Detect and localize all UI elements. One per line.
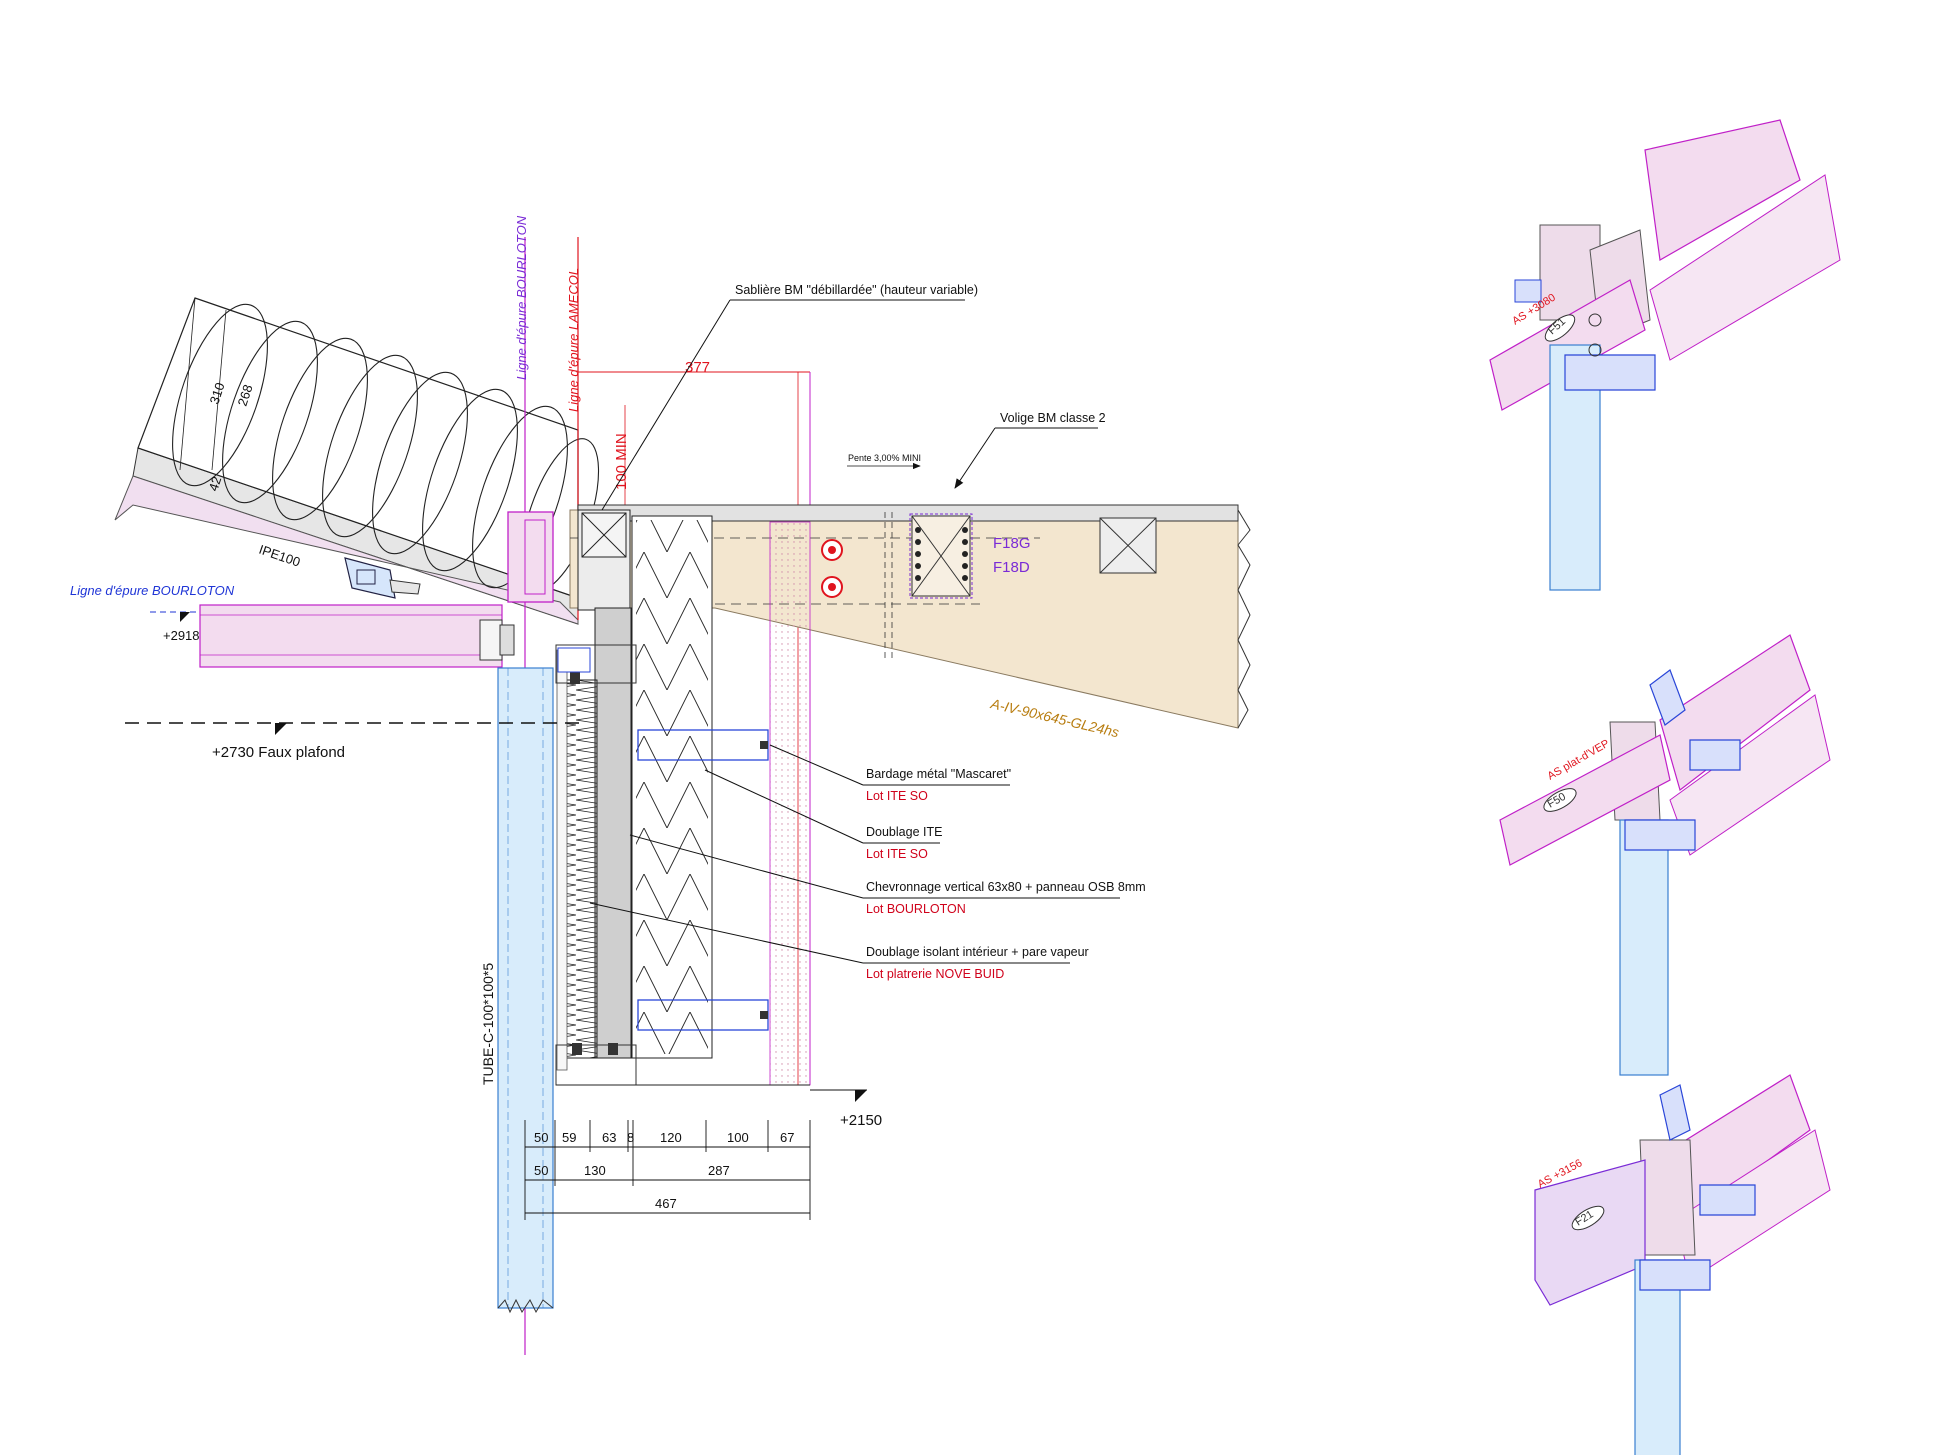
top-callouts: Sablière BM "débillardée" (hauteur varia… [601,283,1106,511]
dim-100-min: 100 MIN [613,433,630,490]
dim-r1-0: 50 [534,1130,548,1145]
level-faux-plafond: +2730 Faux plafond [212,744,345,761]
beam-label: A-IV-90x645-GL24hs [988,695,1120,740]
dim-line-268 [211,309,227,471]
red-bolts [821,539,843,598]
iso-view-1: F51 AS +3080 [1489,119,1841,591]
connector-plate [909,513,973,599]
epure-bourloton-vertical-label: Ligne d'épure BOURLOTON [514,215,529,380]
callout-interieur-lot: Lot platrerie NOVE BUID [866,967,1004,981]
dimension-chain [524,1120,811,1220]
break-line [1237,509,1251,729]
dim-line-310 [179,297,196,471]
level-marks: Ligne d'épure BOURLOTON +2918 +2730 Faux… [70,583,882,1129]
tube-column [497,667,554,1309]
chevron-post [594,607,632,1059]
cladding-zone [769,521,811,1086]
dim-r2-1: 130 [584,1163,606,1178]
dim-r3-0: 467 [655,1196,677,1211]
callout-chevronnage: Chevronnage vertical 63x80 + panneau OSB… [629,834,1146,916]
dim-310: 310 [207,381,228,406]
dim-r1-6: 67 [780,1130,794,1145]
dim-r1-4: 120 [660,1130,682,1145]
interior-insulation [564,679,598,1059]
f18d-label: F18D [993,559,1030,576]
callout-bardage: Bardage métal "Mascaret" Lot ITE SO [769,744,1011,803]
post-head-plate [507,511,554,603]
tube-label: TUBE-C-100*100*5 [480,963,496,1085]
callout-doublage-ite: Doublage ITE Lot ITE SO [704,769,942,861]
ipe-label: IPE100 [257,542,302,570]
callout-bardage-lot: Lot ITE SO [866,789,928,803]
purlin-cleat [344,557,421,599]
dim-268: 268 [235,383,256,408]
callout-ite-lot: Lot ITE SO [866,847,928,861]
vapour-barrier [556,649,568,1071]
pente-label: Pente 3,00% MINI [848,453,921,463]
iso-view-3: F21 AS +3156 [1534,1074,1831,1455]
level-2918: +2918 [163,628,200,643]
epure-lamecol-label: Ligne d'épure LAMECOL [566,268,581,412]
callout-ite-title: Doublage ITE [866,825,942,839]
sabliere-leader [601,299,731,511]
dim-42: 42 [206,475,225,493]
f18g-label: F18G [993,535,1031,552]
iso-view-2: F50 AS plat-d'VEP [1499,634,1831,1076]
dim-r1-1: 59 [562,1130,576,1145]
callout-doublage-interieur: Doublage isolant intérieur + pare vapeur… [589,902,1089,981]
callout-bardage-title: Bardage métal "Mascaret" [866,767,1011,781]
sabliere-label: Sablière BM "débillardée" (hauteur varia… [735,283,978,297]
epure-bourloton-horizontal-label: Ligne d'épure BOURLOTON [70,583,235,598]
dim-r2-0: 50 [534,1163,548,1178]
dim-r1-2: 63 [602,1130,616,1145]
dim-r2-2: 287 [708,1163,730,1178]
callout-chevron-lot: Lot BOURLOTON [866,902,966,916]
timber-blocks [1099,517,1157,574]
callout-interieur-title: Doublage isolant intérieur + pare vapeur [866,945,1089,959]
callout-chevron-title: Chevronnage vertical 63x80 + panneau OSB… [866,880,1146,894]
dim-r1-5: 100 [727,1130,749,1145]
ipe-zone [114,475,579,625]
dimension-texts: 50 59 63 8 120 100 67 50 130 287 467 [534,1130,794,1211]
cladding-brackets [637,729,769,1031]
insulation-loops [172,303,600,592]
dim-r1-3: 8 [627,1130,634,1145]
steel-structure: TUBE-C-100*100*5 [199,604,554,1314]
volige-label: Volige BM classe 2 [1000,411,1106,425]
steel-beam [199,604,503,668]
level-2150: +2150 [840,1112,882,1129]
